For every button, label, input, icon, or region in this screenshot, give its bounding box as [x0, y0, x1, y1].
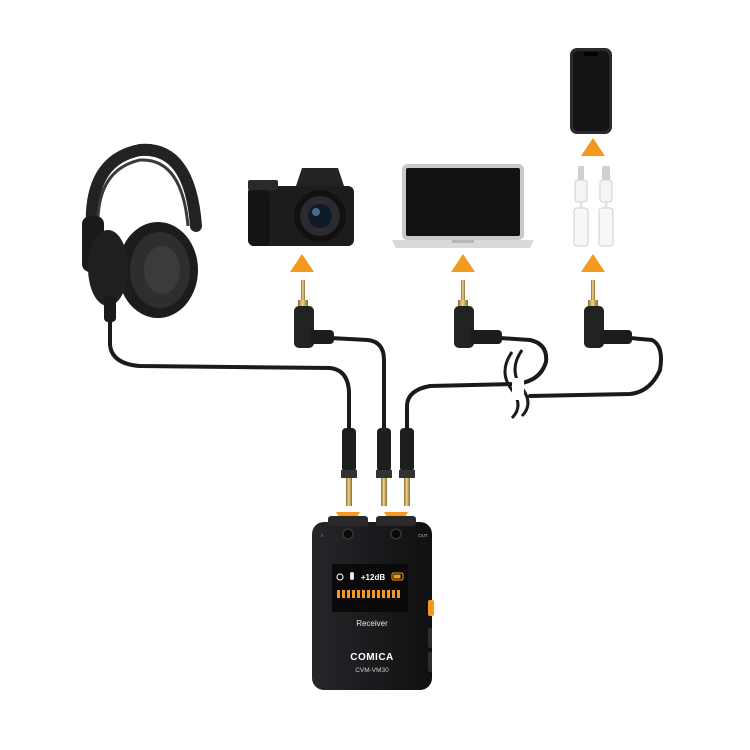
camera-icon	[248, 168, 354, 246]
battery-icon	[391, 572, 404, 581]
laptop-cable	[405, 336, 549, 432]
link-icon	[336, 573, 344, 581]
receiver-label: Receiver	[356, 619, 388, 628]
trs-plug-icon	[399, 428, 415, 506]
headphone-jack	[342, 528, 354, 540]
receiver-screen	[332, 564, 408, 612]
cables	[108, 316, 663, 432]
port-left-label: ∩	[320, 533, 324, 539]
brand-logo: COMICA	[350, 652, 394, 663]
usb-c-adapter-icon	[598, 166, 614, 247]
port-right-label: OUT	[418, 533, 428, 538]
arrow-up-icon	[581, 254, 605, 272]
receiver-device	[312, 516, 434, 690]
arrow-up-icon	[581, 138, 605, 156]
cable-break-gap	[512, 378, 524, 400]
phone-cable	[528, 336, 663, 398]
model-name: CVM-VM30	[355, 667, 389, 674]
microphone-icon	[350, 572, 354, 580]
trs-plug-icon	[454, 280, 502, 348]
headphones-icon	[82, 143, 202, 322]
power-button[interactable]	[428, 600, 434, 616]
output-jack	[390, 528, 402, 540]
arrow-up-icon	[451, 254, 475, 272]
trs-plug-icon	[341, 428, 357, 506]
level-meter	[337, 590, 400, 598]
headphone-cable	[108, 316, 351, 432]
arrow-up-icon	[290, 254, 314, 272]
lightning-adapter-icon	[573, 166, 589, 247]
smartphone-icon	[570, 48, 612, 134]
trs-plug-icon	[376, 428, 392, 506]
laptop-icon	[392, 164, 534, 248]
camera-cable	[328, 336, 386, 432]
gain-readout: +12dB	[361, 573, 385, 582]
trs-plug-icon	[584, 280, 632, 348]
trs-plug-icon	[294, 280, 334, 348]
